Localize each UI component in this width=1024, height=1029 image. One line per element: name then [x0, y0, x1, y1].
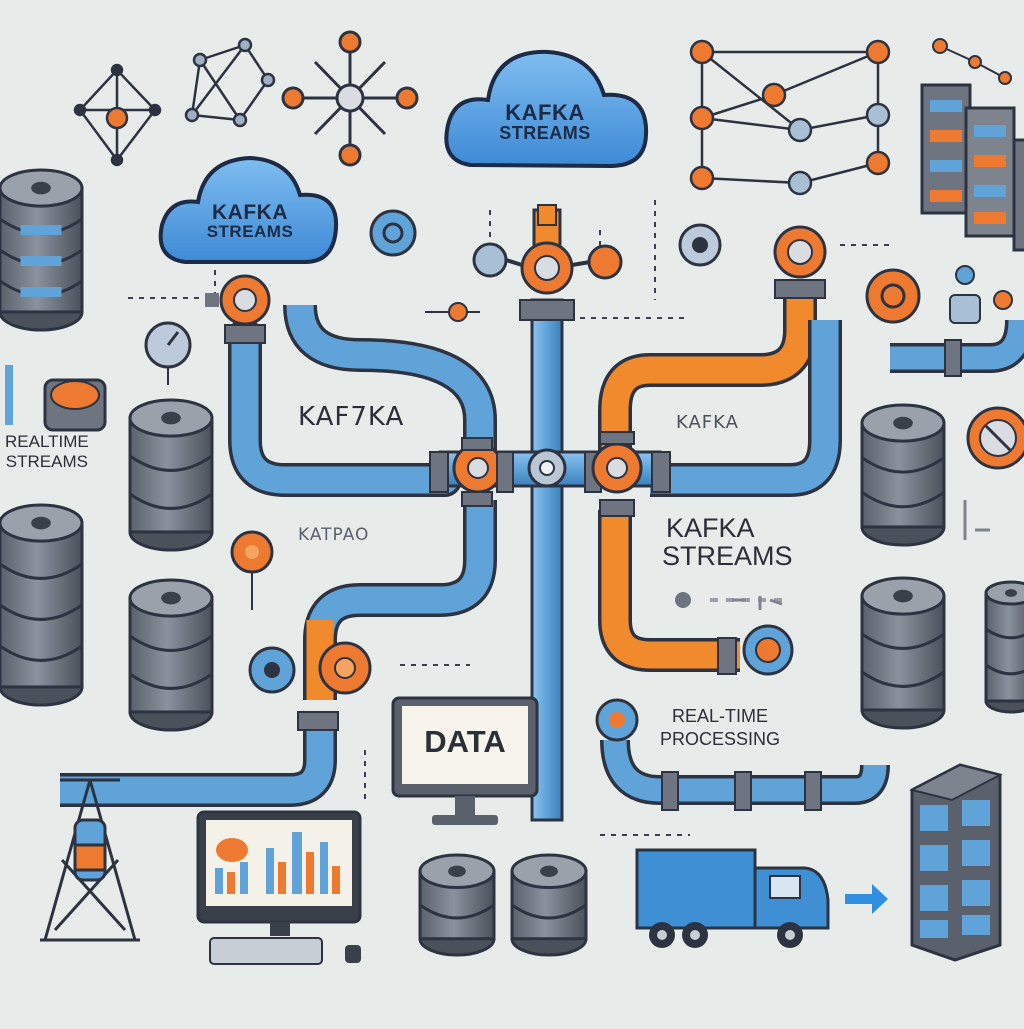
streams-right-line1: KAFKA [666, 513, 755, 543]
valve-icon [5, 365, 107, 432]
valve-icon [717, 624, 794, 676]
right-pipe-loop [598, 285, 842, 672]
gauge-icon [230, 530, 274, 610]
cloud-left-line1: KAFKA [212, 201, 288, 224]
truck-icon [635, 848, 830, 948]
realtime-processing-label: REAL-TIME PROCESSING [660, 705, 780, 750]
cloud-icon [158, 155, 339, 264]
realtime-streams-line2: STREAMS [5, 452, 88, 472]
kafka-right-label: KAFKA [676, 412, 739, 433]
cloud-left-line2: STREAMS [206, 222, 294, 241]
realtime-processing-line2: PROCESSING [660, 728, 781, 749]
gauge-icon [865, 265, 1013, 324]
cloud-icon [444, 49, 649, 169]
arrow-right-icon [845, 884, 888, 914]
valve-icon [527, 448, 567, 488]
decorative-glyphs [732, 500, 990, 610]
database-icon [984, 580, 1024, 714]
network-graph-icon [73, 63, 162, 167]
database-icon [418, 853, 496, 957]
left-pipe-loop [60, 304, 497, 807]
gauge-icon [966, 406, 1024, 470]
bar-chart-icon [196, 810, 362, 965]
monitor-icon [391, 696, 539, 825]
server-rack-icon [909, 763, 1003, 962]
realtime-streams-line1: REALTIME [5, 432, 89, 451]
monitor-data-label: DATA [424, 724, 506, 759]
tower-icon [40, 778, 140, 942]
server-rack-icon [920, 83, 1024, 252]
gauge-icon [675, 592, 790, 608]
valve-icon [472, 204, 623, 321]
gauge-icon [678, 223, 722, 267]
network-graph-icon [689, 39, 891, 196]
valve-icon [429, 437, 514, 507]
processing-pipe [595, 698, 890, 811]
kafka-main-label: KAF7KA [298, 402, 405, 432]
valve-icon [584, 431, 671, 517]
cloud-left-label: KAFKA STREAMS [180, 202, 320, 240]
streams-right-line2: STREAMS [662, 541, 793, 572]
realtime-streams-label: REALTIME STREAMS [5, 432, 89, 473]
database-icon [128, 398, 214, 552]
gauge-icon [144, 321, 192, 385]
star-network-icon [281, 30, 419, 167]
valve-icon [248, 641, 372, 731]
database-icon [860, 576, 946, 730]
valve-icon [205, 274, 271, 344]
database-icon [128, 578, 214, 732]
database-icon [510, 853, 588, 957]
side-pipe [890, 319, 1024, 377]
valve-icon [773, 225, 827, 299]
database-icon [860, 403, 946, 547]
gauge-icon [425, 302, 480, 322]
cloud-top-label: KAFKA STREAMS [470, 100, 620, 143]
database-icon [0, 503, 84, 707]
network-graph-icon [184, 37, 276, 128]
cloud-top-line1: KAFKA [505, 100, 585, 125]
gauge-icon [369, 209, 417, 257]
database-drums [0, 168, 1024, 957]
network-graph-icon [932, 38, 1012, 85]
kafka-faded-label: KATPAO [298, 525, 370, 545]
realtime-processing-line1: REAL-TIME [672, 706, 769, 726]
dashed-connector [128, 200, 890, 836]
database-icon [0, 168, 84, 332]
kafka-streams-right-label: KAFKA STREAMS [662, 514, 793, 571]
cloud-top-line2: STREAMS [499, 123, 591, 143]
